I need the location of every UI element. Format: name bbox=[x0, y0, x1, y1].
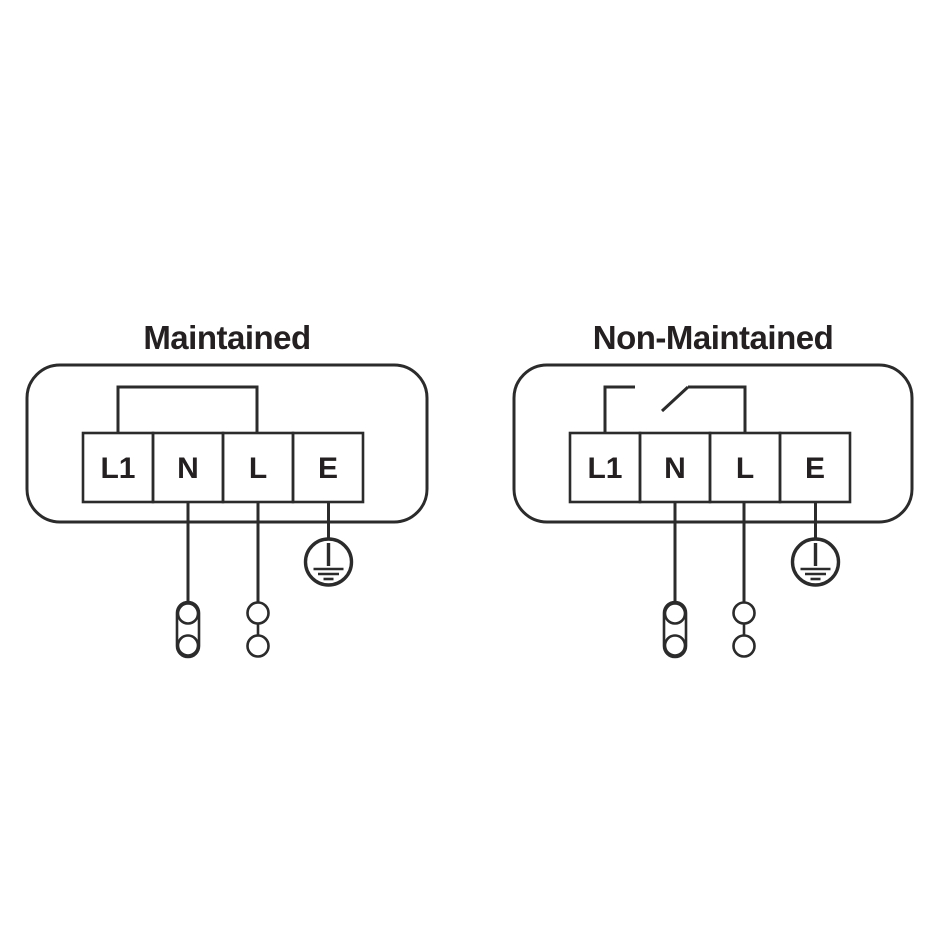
l1-to-l-permanent-link bbox=[116, 385, 259, 432]
capsule-circle-top bbox=[663, 602, 687, 625]
capsule-circle-bottom bbox=[176, 634, 200, 657]
switch-right-contact bbox=[688, 385, 747, 432]
connector-circle-top bbox=[732, 601, 756, 625]
protective-earth-icon bbox=[790, 537, 841, 587]
capsule-twin-connector-icon bbox=[662, 600, 688, 659]
connector-circle-top bbox=[246, 601, 270, 625]
maintained-title: Maintained bbox=[143, 319, 311, 356]
terminal-label-l1: L1 bbox=[100, 452, 135, 485]
non-maintained-title: Non-Maintained bbox=[592, 319, 834, 356]
switch-blade bbox=[660, 385, 690, 413]
twin-circle-connector-icon bbox=[246, 601, 270, 658]
terminal-label-l: L bbox=[249, 452, 267, 485]
capsule-circle-bottom bbox=[663, 634, 687, 657]
capsule-outline bbox=[175, 600, 201, 659]
terminal-label-n: N bbox=[177, 452, 199, 485]
switch-left-contact bbox=[603, 385, 635, 432]
terminal-label-e: E bbox=[805, 452, 825, 485]
non-maintained-diagram: L1 N L E bbox=[512, 363, 914, 659]
maintained-diagram: L1 N L E bbox=[25, 363, 429, 659]
terminal-label-l: L bbox=[736, 452, 754, 485]
capsule-circle-top bbox=[176, 602, 200, 625]
terminal-label-n: N bbox=[664, 452, 686, 485]
earth-circle bbox=[790, 537, 841, 587]
connector-circle-bottom bbox=[246, 634, 270, 658]
terminal-label-l1: L1 bbox=[587, 452, 622, 485]
luminaire-outline bbox=[512, 363, 914, 524]
capsule-twin-connector-icon bbox=[175, 600, 201, 659]
terminal-label-e: E bbox=[318, 452, 338, 485]
open-switch-icon bbox=[603, 385, 747, 432]
earth-circle bbox=[303, 537, 354, 587]
luminaire-outline bbox=[25, 363, 429, 524]
connector-circle-bottom bbox=[732, 634, 756, 658]
protective-earth-icon bbox=[303, 537, 354, 587]
twin-circle-connector-icon bbox=[732, 601, 756, 658]
capsule-outline bbox=[662, 600, 688, 659]
